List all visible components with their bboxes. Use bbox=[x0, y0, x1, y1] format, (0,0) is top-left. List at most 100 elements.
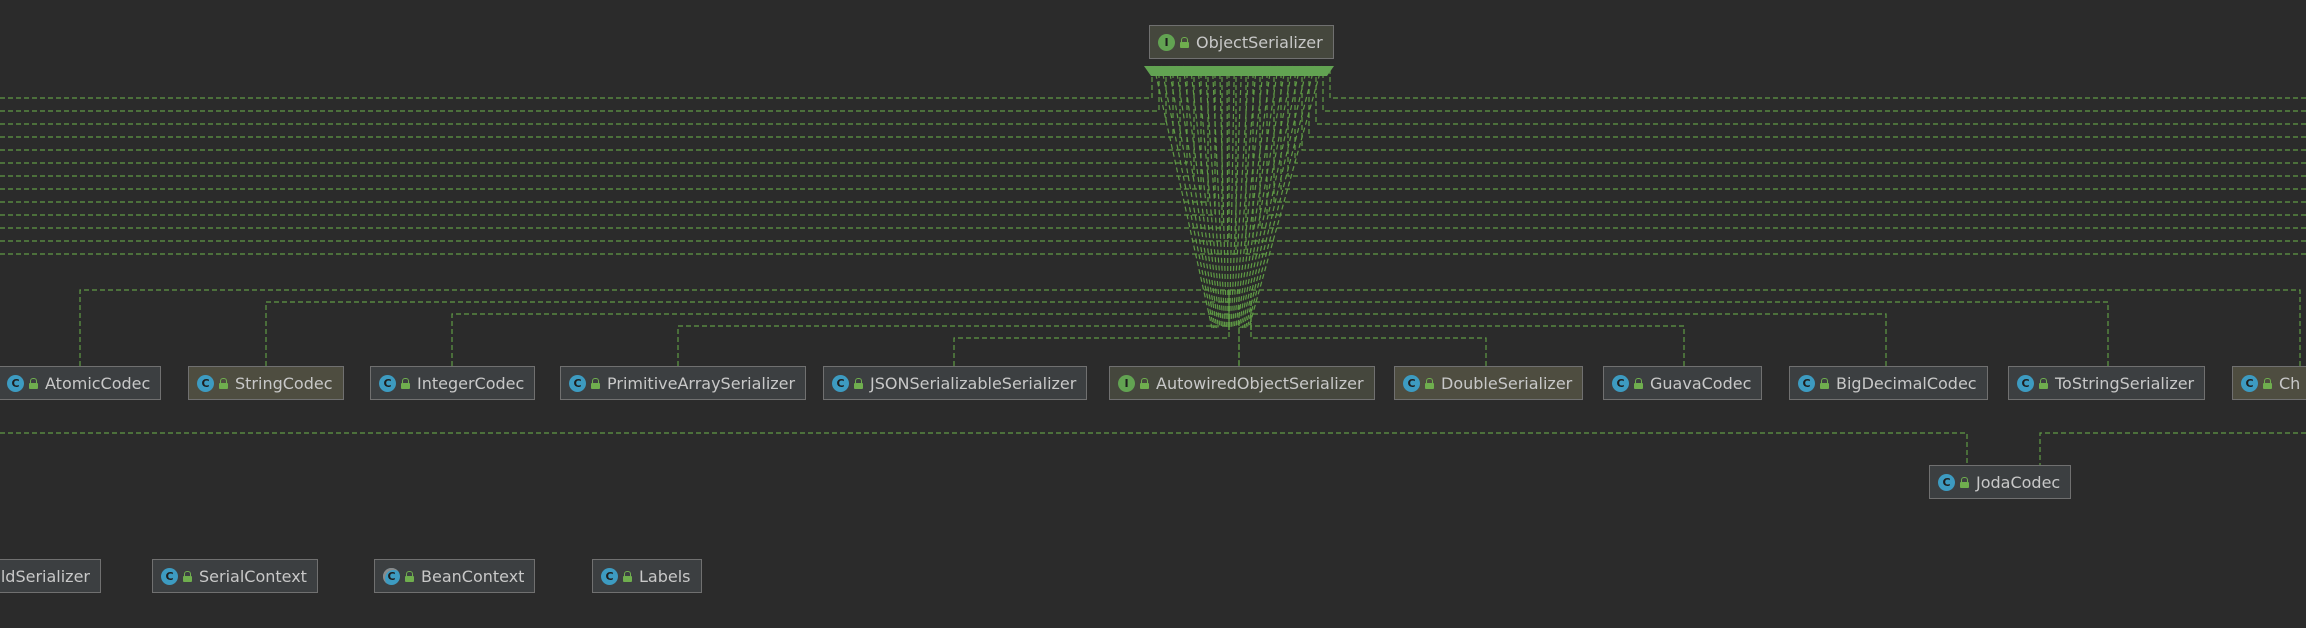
lock-icon bbox=[183, 571, 192, 582]
inheritance-edge-52 bbox=[451, 313, 1230, 366]
inheritance-edge-37 bbox=[1229, 65, 1235, 329]
node-primitive-array-serializer[interactable]: C PrimitiveArraySerializer bbox=[560, 366, 807, 400]
node-bean-context[interactable]: C BeanContext bbox=[374, 559, 536, 593]
inheritance-edge-55 bbox=[1228, 289, 1240, 366]
lock-icon bbox=[1634, 378, 1643, 389]
inheritance-edge-12 bbox=[0, 66, 1237, 255]
node-label: JodaCodec bbox=[1976, 472, 2061, 492]
inheritance-edge-19 bbox=[1287, 66, 2306, 177]
node-label: JSONSerializableSerializer bbox=[870, 373, 1077, 393]
lock-icon bbox=[2263, 378, 2272, 389]
lock-icon bbox=[623, 571, 632, 582]
class-icon: C bbox=[832, 374, 849, 392]
inheritance-edge-49 bbox=[1248, 65, 1323, 329]
lock-icon bbox=[1960, 477, 1969, 488]
node-double-serializer[interactable]: C DoubleSerializer bbox=[1394, 366, 1584, 400]
inheritance-edge-35 bbox=[1219, 65, 1227, 329]
node-tostring-serializer[interactable]: C ToStringSerializer bbox=[2008, 366, 2206, 400]
class-icon: C bbox=[1612, 374, 1629, 392]
node-object-serializer[interactable]: I ObjectSerializer bbox=[1149, 25, 1334, 59]
node-label: AutowiredObjectSerializer bbox=[1156, 373, 1364, 393]
node-labels[interactable]: C Labels bbox=[592, 559, 702, 593]
inheritance-edge-48 bbox=[1246, 65, 1316, 329]
node-joda-codec[interactable]: C JodaCodec bbox=[1929, 465, 2072, 499]
inheritance-edge-17 bbox=[1301, 66, 2306, 151]
class-icon: C bbox=[601, 567, 618, 585]
interface-icon: I bbox=[1118, 374, 1135, 392]
lock-icon bbox=[29, 378, 38, 389]
node-label: eldSerializer bbox=[0, 566, 90, 586]
inheritance-edge-18 bbox=[1294, 66, 2306, 164]
inheritance-edge-8 bbox=[0, 66, 1209, 203]
node-autowired-object-serializer[interactable]: I AutowiredObjectSerializer bbox=[1109, 366, 1375, 400]
inheritance-edge-54 bbox=[953, 330, 1230, 366]
inheritance-edge-40 bbox=[1233, 65, 1257, 329]
inheritance-edge-5 bbox=[0, 66, 1188, 164]
node-atomic-codec[interactable]: C AtomicCodec bbox=[0, 366, 162, 400]
class-icon: C bbox=[569, 374, 586, 392]
node-string-codec[interactable]: C StringCodec bbox=[188, 366, 344, 400]
inheritance-edge-59 bbox=[1250, 301, 2109, 366]
class-icon: C bbox=[2017, 374, 2034, 392]
abstract-class-icon: C bbox=[383, 567, 400, 585]
inheritance-edge-22 bbox=[1266, 66, 2306, 216]
inheritance-edge-11 bbox=[0, 66, 1230, 242]
node-jsonserializable-serializer[interactable]: C JSONSerializableSerializer bbox=[823, 366, 1088, 400]
realization-arrowhead bbox=[1144, 66, 1334, 76]
inheritance-edge-13 bbox=[1329, 66, 2306, 99]
inheritance-edge-6 bbox=[0, 66, 1195, 177]
inheritance-edge-15 bbox=[1315, 66, 2306, 125]
inheritance-edge-45 bbox=[1241, 65, 1294, 329]
inheritance-edge-58 bbox=[1250, 313, 1887, 366]
inheritance-edge-24 bbox=[1252, 66, 2306, 242]
inheritance-edge-10 bbox=[0, 66, 1223, 229]
lock-icon bbox=[591, 378, 600, 389]
inheritance-edge-31 bbox=[1189, 65, 1221, 329]
inheritance-edge-9 bbox=[0, 66, 1216, 216]
node-ch-partial[interactable]: C Ch bbox=[2232, 366, 2306, 400]
lock-icon bbox=[405, 571, 414, 582]
class-icon: C bbox=[1798, 374, 1815, 392]
inheritance-edge-62 bbox=[2039, 432, 2306, 465]
class-icon: C bbox=[2241, 374, 2258, 392]
inheritance-edge-26 bbox=[1153, 65, 1213, 329]
inheritance-edge-2 bbox=[0, 66, 1167, 125]
inheritance-edge-56 bbox=[1250, 330, 1487, 366]
node-field-serializer-partial[interactable]: eldSerializer bbox=[0, 559, 101, 593]
inheritance-edge-46 bbox=[1243, 65, 1301, 329]
node-label: BigDecimalCodec bbox=[1836, 373, 1977, 393]
node-integer-codec[interactable]: C IntegerCodec bbox=[370, 366, 536, 400]
inheritance-edge-33 bbox=[1204, 65, 1224, 329]
inheritance-edge-39 bbox=[1232, 65, 1250, 329]
inheritance-edge-36 bbox=[1226, 65, 1229, 329]
inheritance-edge-61 bbox=[0, 432, 1968, 465]
inheritance-edge-29 bbox=[1175, 65, 1218, 329]
node-bigdecimal-codec[interactable]: C BigDecimalCodec bbox=[1789, 366, 1988, 400]
lock-icon bbox=[1140, 378, 1149, 389]
inheritance-edge-23 bbox=[1259, 66, 2306, 229]
inheritance-edge-51 bbox=[265, 301, 1230, 366]
inheritance-edge-34 bbox=[1211, 65, 1226, 329]
node-label: StringCodec bbox=[235, 373, 333, 393]
node-guava-codec[interactable]: C GuavaCodec bbox=[1603, 366, 1763, 400]
node-serial-context[interactable]: C SerialContext bbox=[152, 559, 318, 593]
class-icon: C bbox=[1403, 374, 1420, 392]
inheritance-edge-57 bbox=[1250, 325, 1685, 366]
inheritance-edge-1 bbox=[0, 66, 1160, 112]
inheritance-edge-20 bbox=[1280, 66, 2306, 190]
inheritance-edge-42 bbox=[1237, 65, 1272, 329]
inheritance-edge-27 bbox=[1160, 65, 1215, 329]
inheritance-edge-14 bbox=[1322, 66, 2306, 112]
inheritance-edge-16 bbox=[1308, 66, 2306, 138]
node-label: Ch bbox=[2279, 373, 2301, 393]
inheritance-edge-60 bbox=[1250, 289, 2301, 366]
class-icon: C bbox=[197, 374, 214, 392]
lock-icon bbox=[1820, 378, 1829, 389]
inheritance-edge-7 bbox=[0, 66, 1202, 190]
class-icon: C bbox=[7, 374, 24, 392]
inheritance-edge-47 bbox=[1245, 65, 1308, 329]
node-label: DoubleSerializer bbox=[1441, 373, 1573, 393]
inheritance-edge-38 bbox=[1230, 65, 1243, 329]
lock-icon bbox=[854, 378, 863, 389]
